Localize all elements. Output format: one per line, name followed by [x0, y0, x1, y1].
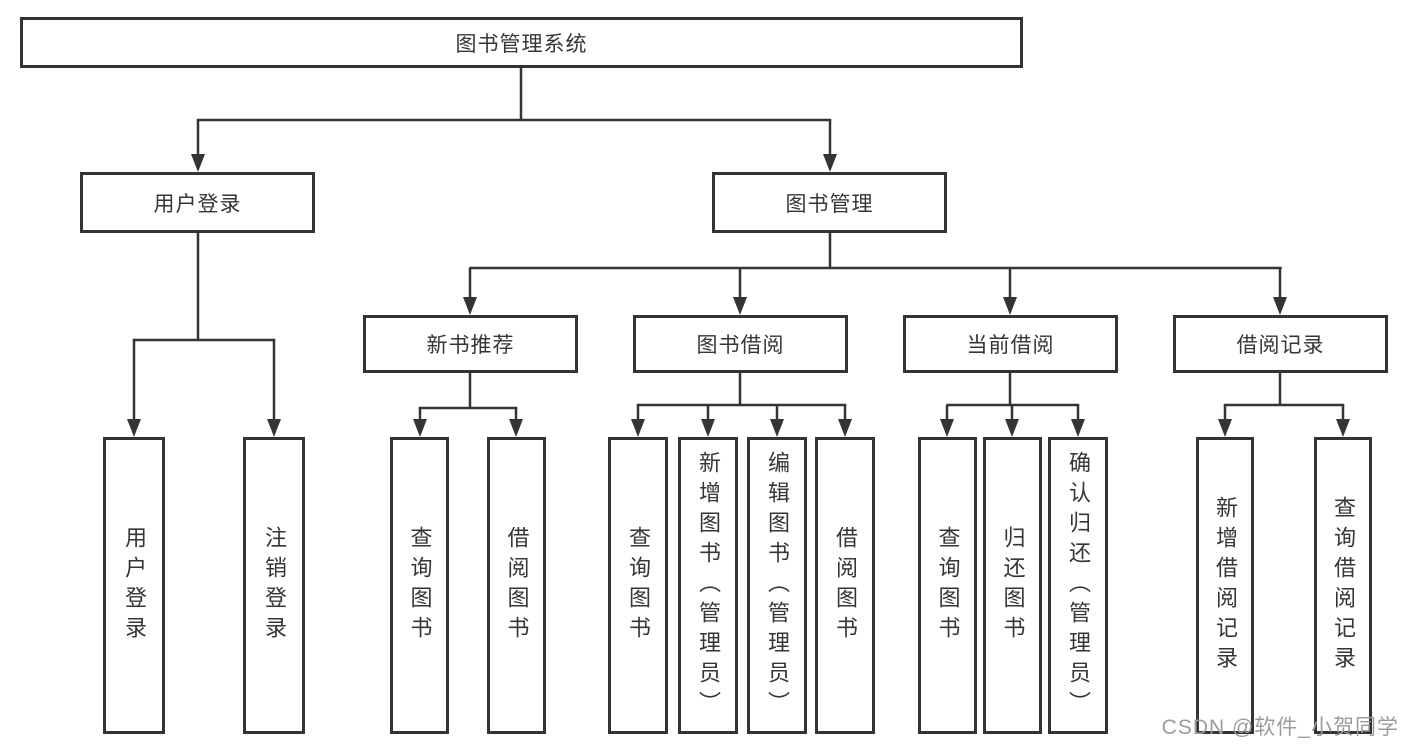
node-label: 新书推荐 [426, 334, 515, 357]
node-label: 借阅图书 [833, 525, 858, 646]
leaf-recommend-query-book: 查询图书 [390, 437, 449, 734]
leaf-borrow-edit-book-admin: 编辑图书（管理员） [747, 437, 807, 734]
node-label: 图书管理 [785, 192, 874, 216]
leaf-current-return-book: 归还图书 [983, 437, 1042, 734]
node-label: 查询图书 [626, 525, 651, 646]
node-label: 图书借阅 [696, 334, 785, 357]
leaf-recommend-borrow-book: 借阅图书 [487, 437, 546, 734]
node-label: 用户登录 [153, 192, 242, 216]
leaf-borrow-add-book-admin: 新增图书（管理员） [678, 437, 738, 734]
node-label: 借阅记录 [1236, 334, 1325, 357]
node-label: 图书管理系统 [455, 32, 588, 56]
node-root-system: 图书管理系统 [20, 17, 1023, 68]
leaf-record-query-borrow-record: 查询借阅记录 [1314, 437, 1372, 734]
node-user-login: 用户登录 [80, 172, 315, 233]
node-label: 借阅图书 [504, 525, 530, 646]
leaf-user-login: 用户登录 [103, 437, 165, 734]
leaf-borrow-query-book: 查询图书 [608, 437, 668, 734]
node-label: 用户登录 [122, 525, 147, 646]
node-label: 当前借阅 [966, 334, 1055, 357]
node-borrow-record: 借阅记录 [1173, 315, 1388, 373]
leaf-record-add-borrow-record: 新增借阅记录 [1196, 437, 1254, 734]
leaf-logout: 注销登录 [243, 437, 305, 734]
node-label: 编辑图书（管理员） [765, 450, 790, 721]
node-label: 注销登录 [262, 525, 287, 646]
node-current-borrow: 当前借阅 [903, 315, 1118, 373]
node-label: 归还图书 [1000, 525, 1026, 646]
node-book-borrow: 图书借阅 [633, 315, 848, 373]
node-new-book-recommend: 新书推荐 [363, 315, 578, 373]
node-book-management: 图书管理 [712, 172, 947, 233]
leaf-current-confirm-return-admin: 确认归还（管理员） [1048, 437, 1108, 734]
node-label: 查询图书 [407, 525, 433, 646]
leaf-borrow-borrow-book: 借阅图书 [815, 437, 875, 734]
node-label: 新增借阅记录 [1213, 495, 1238, 676]
node-label: 新增图书（管理员） [696, 450, 721, 721]
leaf-current-query-book: 查询图书 [918, 437, 977, 734]
node-label: 查询借阅记录 [1331, 495, 1356, 676]
node-label: 确认归还（管理员） [1066, 450, 1091, 721]
node-label: 查询图书 [935, 525, 961, 646]
csdn-watermark: CSDN @软件_小贺同学 [1161, 716, 1399, 739]
